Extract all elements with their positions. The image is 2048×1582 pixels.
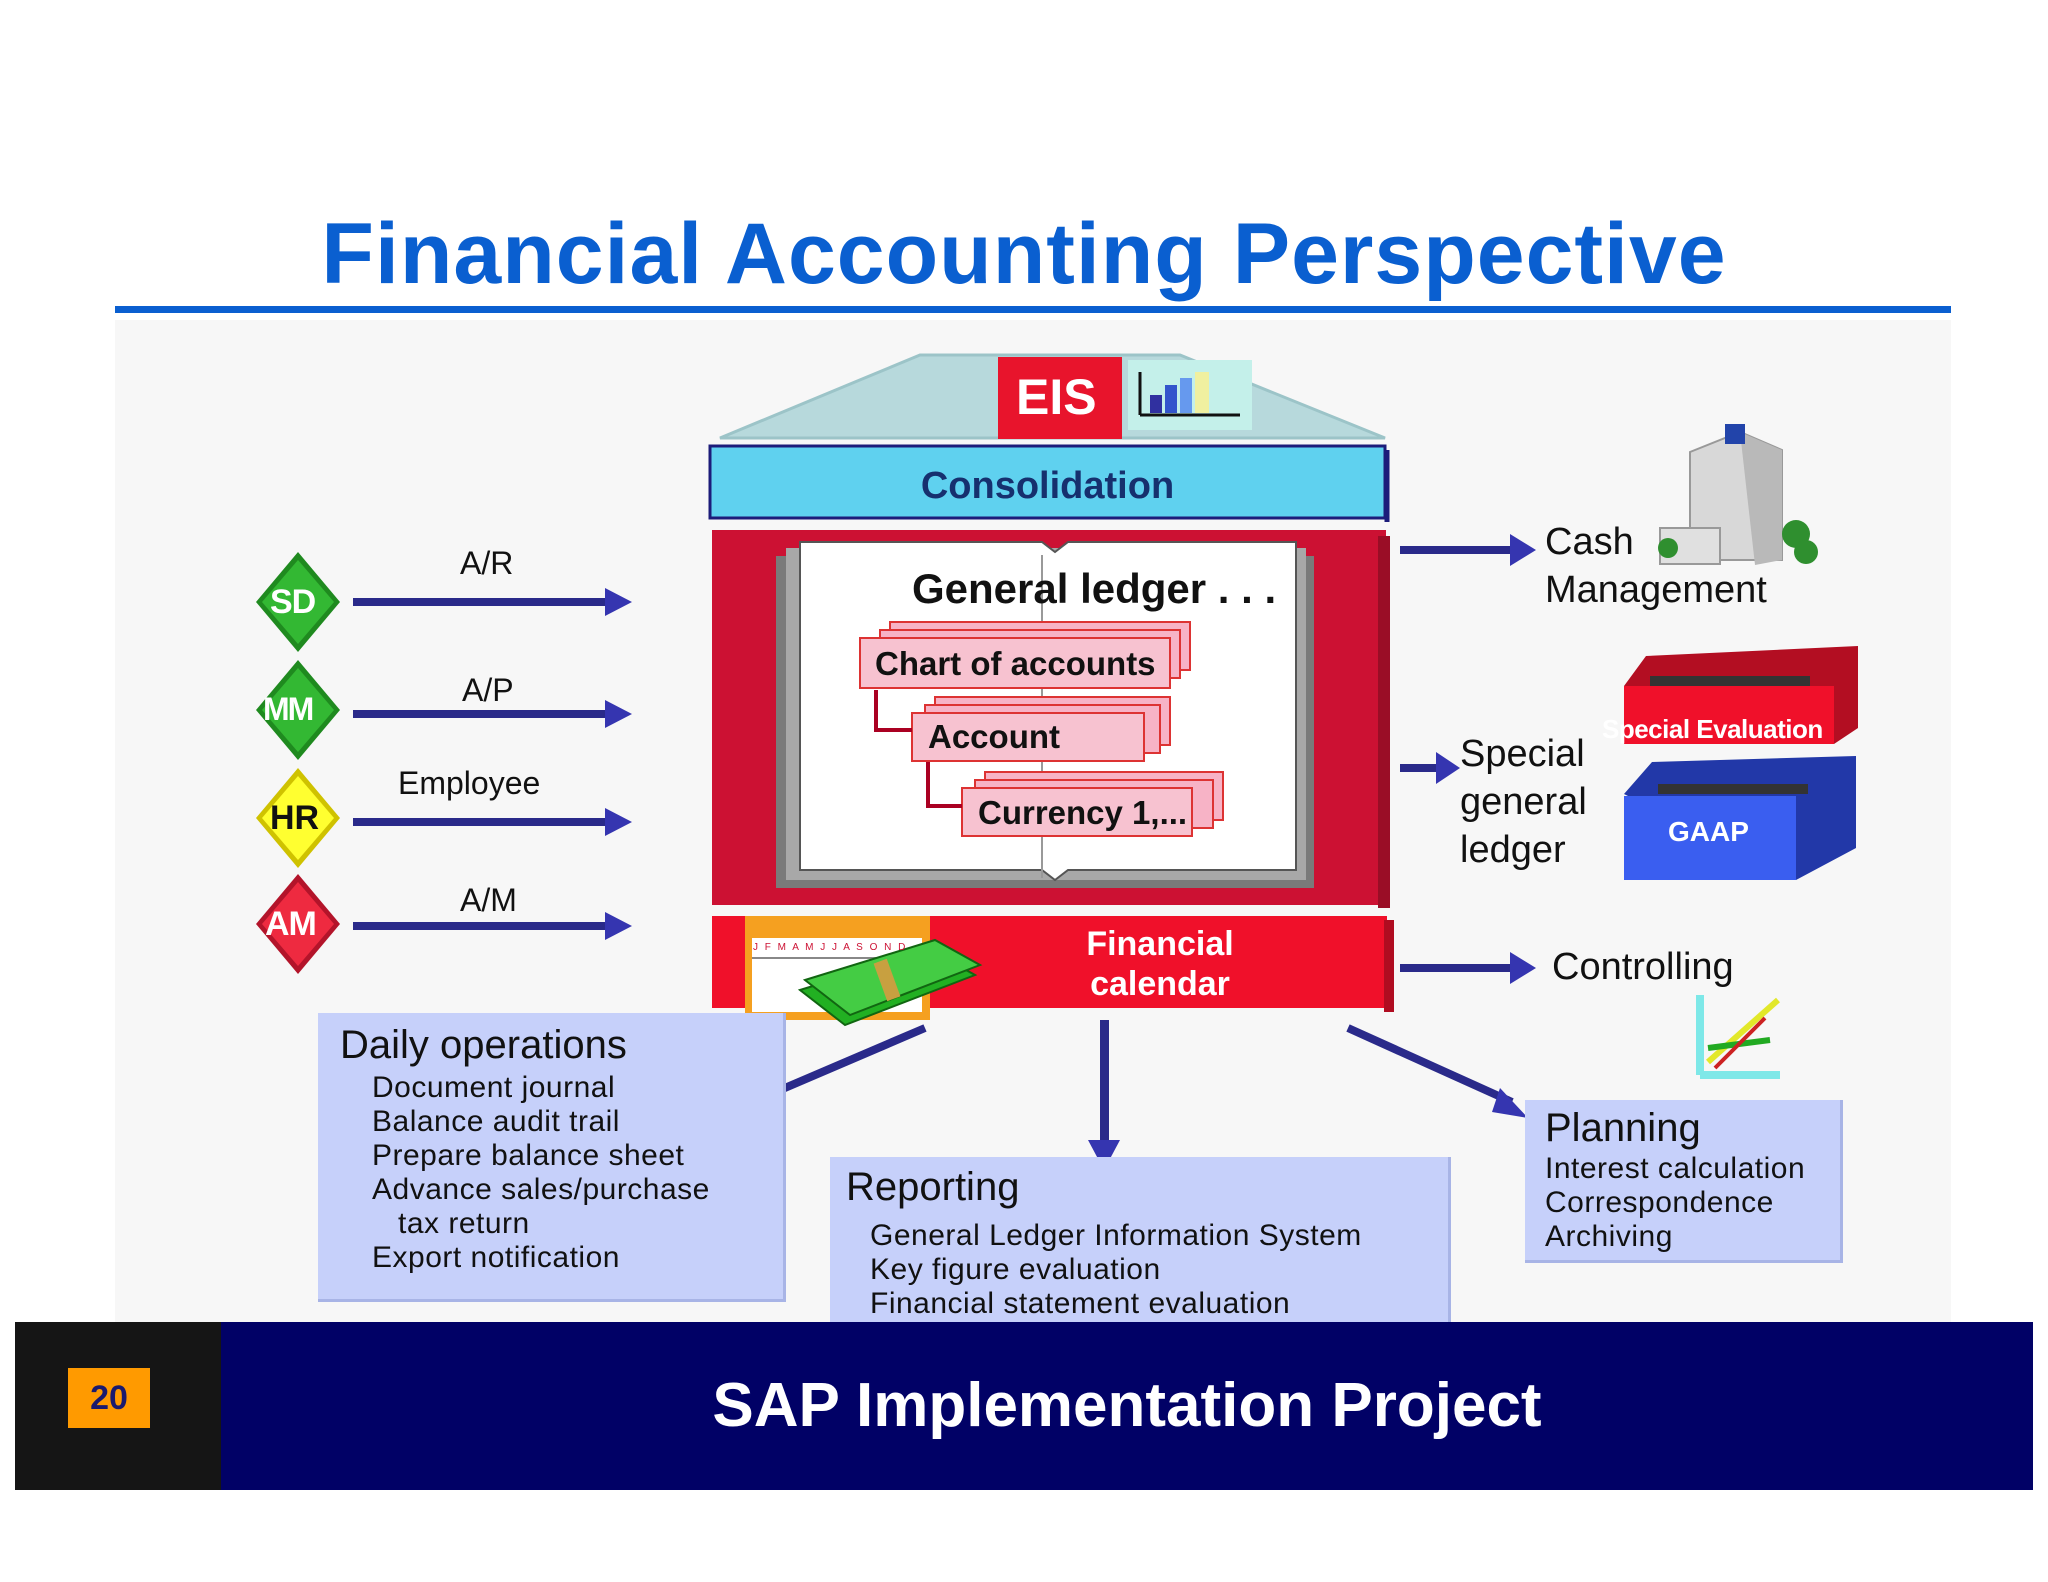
daily-op-item: Document journal (372, 1071, 616, 1104)
controlling-label: Controlling (1552, 946, 1734, 988)
money-icon (797, 938, 983, 1027)
down-arrows (728, 1020, 1528, 1170)
daily-operations-box: Daily operations Document journal Balanc… (318, 1013, 786, 1302)
financial-calendar-label: Financial calendar (1086, 925, 1234, 1003)
reporting-heading: Reporting (846, 1165, 1020, 1209)
planning-item: Archiving (1545, 1220, 1673, 1253)
consolidation-bar (708, 444, 1387, 520)
eis-box (998, 357, 1122, 439)
diamond-mm-icon (256, 660, 340, 760)
daily-op-item: Export notification (372, 1241, 620, 1274)
hierarchy-connector (874, 690, 962, 808)
planning-box: Planning Interest calculation Correspond… (1525, 1100, 1843, 1263)
gaap-label: GAAP (1668, 816, 1749, 847)
planning-heading: Planning (1545, 1106, 1701, 1150)
chart-of-accounts-label: Chart of accounts (875, 645, 1156, 682)
footer-bar (15, 1322, 2033, 1490)
consolidation-label: Consolidation (920, 465, 1175, 507)
daily-op-item: Prepare balance sheet (372, 1139, 685, 1172)
reporting-item: General Ledger Information System (870, 1219, 1362, 1252)
footer-title: SAP Implementation Project (712, 1371, 1542, 1440)
module-code-sd: SD (270, 583, 316, 621)
currency-stack (961, 771, 1224, 837)
account-label: Account (928, 718, 1060, 755)
right-arrows (1400, 534, 1536, 984)
building-icon (1658, 424, 1818, 565)
flow-label-employee: Employee (398, 765, 541, 801)
controlling-chart-icon (1696, 995, 1780, 1079)
special-evaluation-book-icon (1624, 646, 1858, 744)
module-code-hr: HR (270, 799, 320, 837)
daily-op-item: tax return (398, 1207, 530, 1240)
chart-of-accounts-stack (859, 621, 1191, 689)
general-ledger-label: General ledger . . . (912, 565, 1277, 612)
eis-chart-bars (1138, 372, 1240, 417)
module-arrows (353, 588, 632, 940)
daily-op-item: Balance audit trail (372, 1105, 620, 1138)
slide-title: Financial Accounting Perspective (321, 206, 1727, 302)
special-evaluation-label: Special Evaluation (1602, 714, 1823, 744)
reporting-item: Financial statement evaluation (870, 1287, 1291, 1320)
planning-item: Interest calculation (1545, 1152, 1806, 1185)
flow-label-ap: A/P (462, 672, 514, 708)
account-stack (911, 696, 1171, 762)
reporting-item: Key figure evaluation (870, 1253, 1161, 1286)
planning-item: Correspondence (1545, 1186, 1774, 1219)
eis-label: EIS (1016, 369, 1097, 425)
gaap-book-icon (1624, 756, 1856, 880)
diamond-sd-icon (256, 552, 340, 652)
daily-operations-heading: Daily operations (340, 1023, 627, 1067)
special-gl-label: Special general ledger (1460, 733, 1587, 871)
title-underline (115, 306, 1951, 313)
cash-management-label: Cash Management (1545, 521, 1767, 611)
flow-label-ar: A/R (460, 545, 514, 581)
module-code-mm: MM (263, 691, 314, 727)
currency-label: Currency 1,... (978, 794, 1188, 831)
daily-op-item: Advance sales/purchase (372, 1173, 710, 1206)
flow-label-am: A/M (460, 882, 517, 918)
diamond-hr-icon (256, 768, 340, 868)
calendar-months: J F M A M J J A S O N D (753, 942, 908, 953)
diamond-am-icon (256, 874, 340, 974)
reporting-box: Reporting General Ledger Information Sys… (830, 1157, 1451, 1330)
module-code-am: AM (265, 905, 317, 943)
page-number: 20 (68, 1368, 150, 1428)
